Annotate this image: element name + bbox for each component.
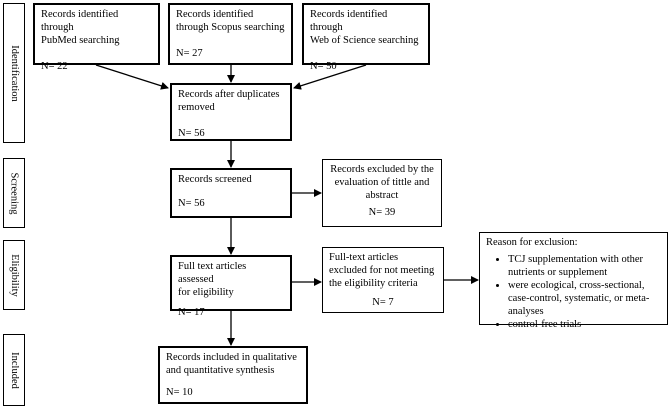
- count-label: N= 50: [310, 61, 337, 72]
- box-line: Records included in qualitative: [166, 352, 297, 363]
- box-line: abstract: [365, 190, 399, 201]
- reasons-list: TCJ supplementation with other nutrients…: [486, 253, 661, 331]
- excluded-title-box: Records excluded by the evaluation of ti…: [322, 159, 442, 227]
- box-line: evaluation of tittle and: [334, 177, 430, 188]
- box-line: Full-text articles: [329, 252, 399, 263]
- arrow-pubmed-to-duplicates: [95, 64, 169, 90]
- stage-screening: Screening: [3, 158, 25, 228]
- fulltext-box: Full text articles assessed for eligibil…: [170, 255, 292, 318]
- reason-item: control-free trials: [508, 318, 661, 331]
- box-line: Web of Science searching: [310, 35, 419, 46]
- box-line: Records identified through: [310, 9, 388, 33]
- excluded-fulltext-box: Full-text articles excluded for not meet…: [322, 247, 444, 313]
- box-line: Records excluded by the: [330, 164, 434, 175]
- stage-included: Included: [3, 334, 25, 406]
- reason-item: were ecological, cross-sectional, case-c…: [508, 279, 661, 318]
- box-line: removed: [178, 102, 215, 113]
- stage-identification: Identification: [3, 3, 25, 143]
- box-line: the eligibility criteria: [329, 278, 418, 289]
- box-line: Records after duplicates: [178, 89, 280, 100]
- count-label: N= 56: [178, 128, 205, 139]
- arrow-wos-to-duplicates: [293, 64, 367, 90]
- count-label: N= 39: [368, 207, 396, 218]
- wos-box: Records identified through Web of Scienc…: [302, 3, 430, 72]
- reason-item: TCJ supplementation with other nutrients…: [508, 253, 661, 279]
- box-line: excluded for not meeting: [329, 265, 435, 276]
- duplicates-box: Records after duplicates removed N= 56: [170, 83, 292, 141]
- count-label: N= 7: [372, 297, 394, 308]
- included-box: Records included in qualitative and quan…: [158, 346, 308, 404]
- scopus-box: Records identified through Scopus search…: [168, 3, 293, 65]
- screened-box: Records screened N= 56: [170, 168, 292, 218]
- box-line: Records identified through: [41, 9, 119, 33]
- box-line: for eligibility: [178, 287, 234, 298]
- exclusion-reasons-box: Reason for exclusion: TCJ supplementatio…: [479, 232, 668, 330]
- box-line: Records identified: [176, 9, 254, 20]
- box-line: Full text articles assessed: [178, 261, 247, 285]
- box-line: Records screened: [178, 174, 252, 185]
- count-label: N= 56: [178, 198, 205, 209]
- count-label: N= 10: [166, 387, 193, 398]
- reasons-title: Reason for exclusion:: [486, 237, 578, 248]
- pubmed-box: Records identified through PubMed search…: [33, 3, 160, 72]
- stage-eligibility: Eligibility: [3, 240, 25, 310]
- box-line: through Scopus searching: [176, 22, 285, 33]
- count-label: N= 17: [178, 307, 205, 318]
- count-label: N= 22: [41, 61, 68, 72]
- box-line: and quantitative synthesis: [166, 365, 275, 376]
- box-line: PubMed searching: [41, 35, 120, 46]
- count-label: N= 27: [176, 48, 203, 59]
